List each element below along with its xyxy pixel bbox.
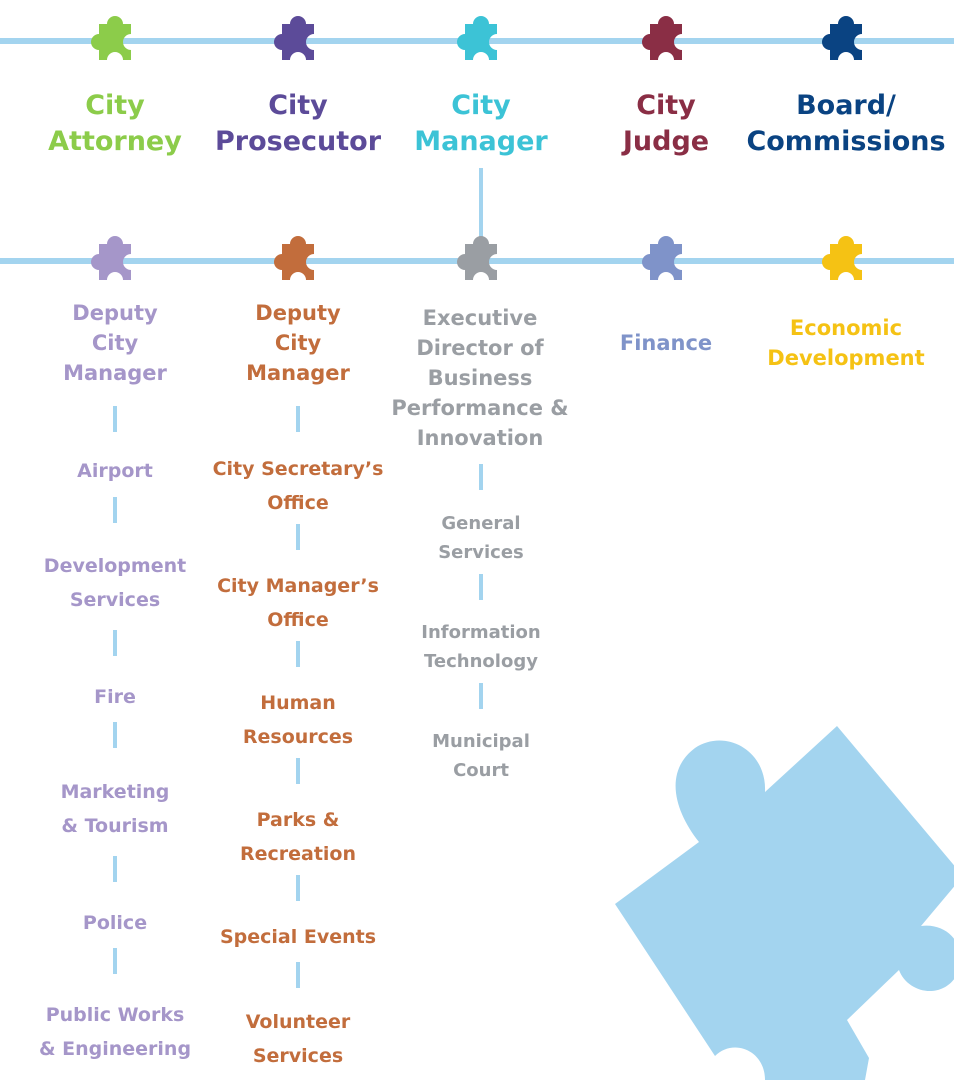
department-parks-recreation: Parks & Recreation: [239, 809, 357, 865]
economic-development-puzzle-icon: [814, 236, 878, 288]
department-human-resources: Human Resources: [242, 692, 354, 748]
department-special-events: Special Events: [219, 926, 377, 948]
column-1-separator: [113, 856, 117, 882]
department-public-works-engineering: Public Works & Engineering: [38, 1004, 192, 1060]
city-manager-label: City Manager: [414, 90, 548, 157]
column-1-separator: [113, 497, 117, 523]
column-3-separator: [479, 574, 483, 600]
city-manager-puzzle-icon: [449, 16, 513, 68]
department-city-managers-office: City Manager’s Office: [217, 575, 379, 631]
city-judge-puzzle-icon: [634, 16, 698, 68]
column-1-separator: [113, 406, 117, 432]
column-2-separator: [296, 406, 300, 432]
column-2-separator: [296, 962, 300, 988]
executive-director-label: Executive Director of Business Performan…: [391, 306, 569, 450]
finance-label: Finance: [619, 331, 713, 355]
deputy-city-manager-2-label: Deputy City Manager: [246, 301, 350, 385]
executive-director-puzzle-icon: [449, 236, 513, 288]
deputy-city-manager-1-puzzle-icon: [83, 236, 147, 288]
column-2-separator: [296, 524, 300, 550]
boards-commissions-puzzle-icon: [814, 16, 878, 68]
deputy-city-manager-1-label: Deputy City Manager: [63, 301, 167, 385]
column-2-separator: [296, 758, 300, 784]
economic-development-label: Economic Development: [767, 316, 925, 370]
department-information-technology: Information Technology: [421, 622, 541, 672]
city-prosecutor-label: City Prosecutor: [214, 90, 382, 157]
column-3-separator: [479, 683, 483, 709]
department-fire: Fire: [94, 686, 136, 708]
department-municipal-court: Municipal Court: [432, 731, 530, 781]
column-2-separator: [296, 875, 300, 901]
column-2-separator: [296, 641, 300, 667]
city-attorney-puzzle-icon: [83, 16, 147, 68]
column-1-separator: [113, 948, 117, 974]
department-police: Police: [82, 912, 148, 934]
manager-connector-line: [479, 168, 483, 260]
city-prosecutor-puzzle-icon: [266, 16, 330, 68]
city-judge-label: City Judge: [622, 90, 710, 157]
large-puzzle-piece-icon: [615, 720, 954, 1080]
column-1-separator: [113, 630, 117, 656]
department-general-services: General Services: [438, 513, 524, 563]
deputy-city-manager-2-puzzle-icon: [266, 236, 330, 288]
department-airport: Airport: [77, 460, 153, 482]
department-development-services: Development Services: [43, 555, 187, 611]
column-3-separator: [479, 464, 483, 490]
boards-commissions-label: Board/ Commissions: [746, 90, 946, 157]
city-attorney-label: City Attorney: [48, 90, 182, 157]
column-1-separator: [113, 722, 117, 748]
department-city-secretarys-office: City Secretary’s Office: [212, 458, 384, 514]
department-volunteer-services: Volunteer Services: [245, 1011, 351, 1067]
department-marketing-tourism: Marketing & Tourism: [60, 781, 170, 837]
finance-puzzle-icon: [634, 236, 698, 288]
